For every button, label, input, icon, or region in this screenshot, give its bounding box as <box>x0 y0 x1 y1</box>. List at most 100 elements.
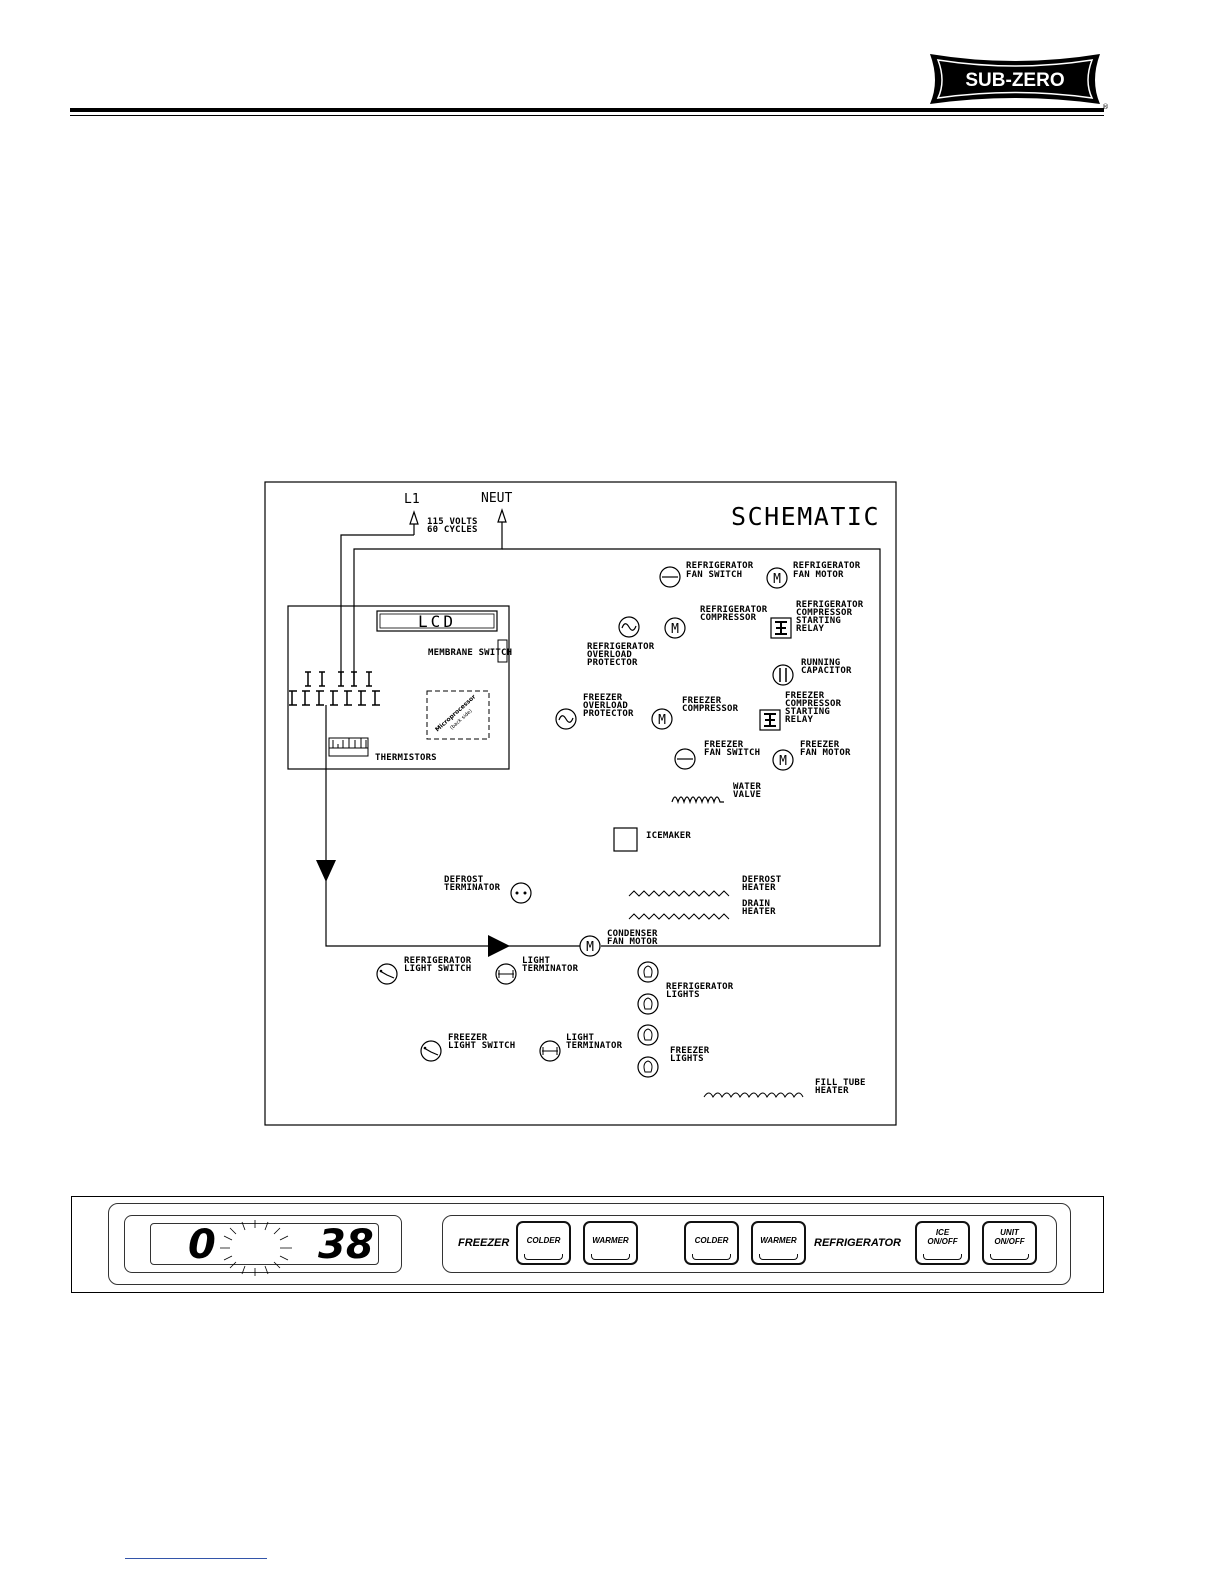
running-capacitor-icon <box>772 664 794 686</box>
ref-relay-label-1: REFRIGERATOR <box>796 600 864 610</box>
neut-label: NEUT <box>481 491 512 506</box>
frz-fan-switch-icon <box>674 748 696 770</box>
sub-zero-logo: SUB-ZERO ® <box>922 50 1109 112</box>
defrost-terminator-label-1: DEFROST <box>444 875 484 885</box>
display-bezel <box>124 1215 402 1273</box>
ref-relay-label-4: RELAY <box>796 624 824 634</box>
ref-light-switch-label-1: REFRIGERATOR <box>404 956 472 966</box>
frz-light-switch-icon <box>420 1040 442 1062</box>
running-capacitor-label-1: RUNNING <box>801 658 840 668</box>
frz-compressor-label-2: COMPRESSOR <box>682 704 739 714</box>
microprocessor-box <box>426 690 490 740</box>
refrigerator-colder-label: COLDER <box>694 1235 729 1245</box>
frz-fan-motor-label-2: FAN MOTOR <box>800 748 851 758</box>
schematic-frame <box>264 481 897 1126</box>
ref-fan-motor-label-1: REFRIGERATOR <box>793 561 861 571</box>
defrost-heater-icon <box>628 890 730 897</box>
frz-lights-label-2: LIGHTS <box>670 1054 704 1064</box>
refrigerator-panel-label: REFRIGERATOR <box>814 1237 901 1249</box>
ref-overload-icon <box>618 616 640 638</box>
ref-relay-label-2: COMPRESSOR <box>796 608 853 618</box>
ref-fan-motor-label-2: FAN MOTOR <box>793 570 844 580</box>
ref-fan-switch-label-2: FAN SWITCH <box>686 570 742 580</box>
frz-compressor-icon <box>651 708 673 730</box>
condenser-fan-m: M <box>586 940 594 955</box>
l1-label: L1 <box>404 492 420 507</box>
frz-fan-motor-icon <box>772 749 794 771</box>
control-panel-frame <box>71 1196 1104 1293</box>
condenser-fan-label-2: FAN MOTOR <box>607 937 658 947</box>
ref-overload-label-1: REFRIGERATOR <box>587 642 655 652</box>
ref-compressor-m: M <box>671 622 679 637</box>
ice-label-1: ICE <box>935 1228 950 1237</box>
freezer-colder-label: COLDER <box>526 1235 561 1245</box>
ref-light-terminator-label-1: LIGHT <box>522 956 550 966</box>
freezer-warmer-button[interactable]: WARMER <box>583 1221 638 1265</box>
ice-label-2: ON/OFF <box>927 1237 958 1246</box>
thermistors-label: THERMISTORS <box>375 753 437 763</box>
neutral-bus-wire <box>502 548 881 947</box>
fill-tube-heater-label-1: FILL TUBE <box>815 1078 866 1088</box>
defrost-terminator-icon <box>510 882 532 904</box>
unit-label-2: ON/OFF <box>994 1237 1025 1246</box>
fill-tube-heater-icon <box>703 1092 804 1099</box>
volts-label: 115 VOLTS <box>427 517 478 527</box>
ref-overload-label-3: PROTECTOR <box>587 658 638 668</box>
ref-light-switch-icon <box>376 963 398 985</box>
refrigerator-warmer-button[interactable]: WARMER <box>751 1221 806 1265</box>
neut-plug-icon <box>497 508 507 545</box>
refrigerator-colder-button[interactable]: COLDER <box>684 1221 739 1265</box>
ref-light-terminator-label-2: TERMINATOR <box>522 964 579 974</box>
ref-overload-label-2: OVERLOAD <box>587 650 632 660</box>
frz-light-terminator-label-2: TERMINATOR <box>566 1041 623 1051</box>
display-flash-icon <box>220 1220 292 1276</box>
header-rule <box>70 108 1104 112</box>
frz-fan-switch-label-1: FREEZER <box>704 740 744 750</box>
freezer-colder-button[interactable]: COLDER <box>516 1221 571 1265</box>
frz-compressor-m: M <box>658 713 666 728</box>
cycles-label: 60 CYCLES <box>427 525 478 535</box>
frz-relay-label-2: COMPRESSOR <box>785 699 842 709</box>
icemaker-icon <box>613 827 638 852</box>
refrigerator-warmer-label: WARMER <box>760 1235 797 1245</box>
lcd-box <box>376 610 498 632</box>
control-board <box>287 605 510 770</box>
header-rule-thin <box>70 115 1104 116</box>
frz-fan-switch-label-2: FAN SWITCH <box>704 748 760 758</box>
drain-heater-label-1: DRAIN <box>742 899 770 909</box>
button-bezel <box>442 1215 1057 1273</box>
frz-overload-icon <box>555 708 577 730</box>
icemaker-label: ICEMAKER <box>646 831 691 841</box>
frz-lights-label-1: FREEZER <box>670 1046 710 1056</box>
frz-relay-label-4: RELAY <box>785 715 813 725</box>
water-valve-icon <box>671 796 724 805</box>
fill-tube-heater-label-2: HEATER <box>815 1086 849 1096</box>
ref-compressor-label-2: COMPRESSOR <box>700 613 757 623</box>
drain-heater-icon <box>628 913 730 920</box>
defrost-heater-label-1: DEFROST <box>742 875 782 885</box>
frz-light-terminator-icon <box>539 1040 561 1062</box>
connector-pins <box>289 671 380 706</box>
ref-lights-label-2: LIGHTS <box>666 990 700 1000</box>
ref-fan-motor-m: M <box>773 572 781 587</box>
ref-compressor-icon <box>664 617 686 639</box>
frz-light-switch-label-2: LIGHT SWITCH <box>448 1041 515 1051</box>
freezer-panel-label: FREEZER <box>458 1237 510 1249</box>
right-arrow-icon <box>488 935 510 957</box>
membrane-switch-label: MEMBRANE SWITCH <box>428 648 512 658</box>
lcd-label: LCD <box>418 612 456 631</box>
registered-mark: ® <box>1102 103 1108 111</box>
running-capacitor-label-2: CAPACITOR <box>801 666 852 676</box>
brand-name: SUB-ZERO <box>965 70 1064 91</box>
ref-lights-label-1: REFRIGERATOR <box>666 982 734 992</box>
ref-fan-switch-label-1: REFRIGERATOR <box>686 561 754 571</box>
water-valve-label-1: WATER <box>733 782 761 792</box>
control-panel <box>108 1203 1071 1285</box>
water-valve-label-2: VALVE <box>733 790 761 800</box>
frz-fan-motor-label-1: FREEZER <box>800 740 840 750</box>
schematic-title: SCHEMATIC <box>731 502 880 531</box>
light-bulb-icons <box>637 961 659 1078</box>
